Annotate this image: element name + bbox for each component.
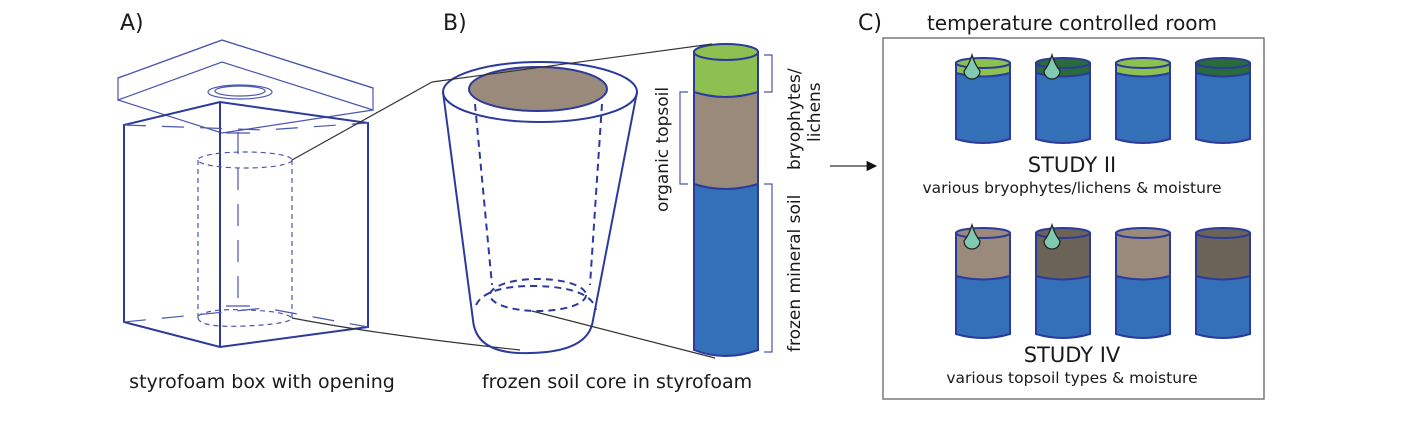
study-ii-title: STUDY II (1028, 153, 1116, 177)
panel-a: A) styrofoam box with (117, 11, 395, 393)
soil-core (1035, 52, 1091, 144)
core-mineral-layer (1035, 62, 1091, 144)
core-opening-cylinder (197, 151, 293, 327)
room-title: temperature controlled room (927, 11, 1217, 35)
soil-core (1195, 227, 1251, 339)
core-mineral-layer (1195, 62, 1251, 144)
water-drop-icon (1043, 222, 1061, 250)
label-lichens: lichens (805, 82, 825, 142)
styrofoam-box (123, 100, 369, 349)
panel-b-label: B) (443, 11, 467, 36)
soil-core (1115, 227, 1171, 339)
soil-core-top (468, 66, 608, 112)
panel-c: C) temperature controlled room STUDY II … (858, 11, 1265, 400)
styrofoam-lid (117, 39, 374, 134)
layer-bryophytes-lichens (693, 51, 759, 98)
zoom-connector-bottom (291, 317, 521, 351)
panel-a-caption: styrofoam box with opening (129, 371, 395, 393)
water-drop-icon (963, 52, 981, 80)
room-border (882, 37, 1265, 400)
core-mineral-layer (955, 62, 1011, 144)
study-iv (955, 222, 1251, 339)
soil-core (955, 52, 1011, 144)
label-frozen-mineral-soil: frozen mineral soil (785, 195, 805, 352)
zoom-connector-top (291, 81, 433, 161)
label-bryophytes: bryophytes/ (785, 68, 805, 170)
bracket-bryophytes (764, 54, 773, 93)
study-iv-title: STUDY IV (1024, 343, 1121, 367)
styrofoam-sleeve (442, 61, 638, 355)
water-drop-icon (963, 222, 981, 250)
soil-core (955, 222, 1011, 339)
label-organic-topsoil: organic topsoil (653, 87, 673, 212)
soil-core-column (693, 43, 759, 357)
panel-a-label: A) (120, 11, 144, 36)
water-drop-icon (1043, 52, 1061, 80)
study-ii (955, 52, 1251, 144)
core-top-layer (1115, 232, 1171, 281)
study-ii-subtitle: various bryophytes/lichens & moisture (922, 179, 1221, 197)
layer-frozen-mineral-soil (693, 183, 759, 357)
soil-core (1035, 222, 1091, 339)
core-top-layer (1195, 232, 1251, 281)
study-iv-subtitle: various topsoil types & moisture (946, 369, 1197, 387)
bracket-organic-topsoil (679, 91, 688, 185)
core-mineral-layer (1115, 62, 1171, 144)
soil-core (1195, 57, 1251, 144)
panel-c-label: C) (858, 11, 882, 36)
panel-b-caption: frozen soil core in styrofoam (482, 371, 752, 393)
panel-b: B) bryophytes/ lichens organic topso (431, 11, 825, 393)
soil-core (1115, 57, 1171, 144)
layer-organic-topsoil (693, 91, 759, 190)
bracket-mineral-soil (764, 183, 773, 353)
